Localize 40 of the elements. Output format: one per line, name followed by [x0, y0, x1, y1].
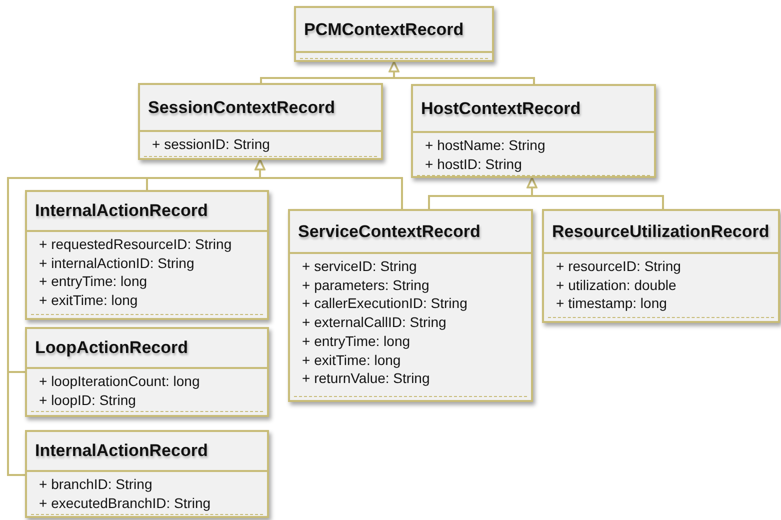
class-name: InternalActionRecord	[35, 201, 208, 221]
class-box	[542, 209, 780, 323]
attribute-text: + internalActionID: String	[39, 254, 196, 272]
class-name: InternalActionRecord	[35, 441, 208, 461]
class-box	[25, 190, 269, 320]
class-box	[294, 6, 494, 62]
attribute-text: + requestedResourceID: String	[39, 235, 233, 254]
class-name: ServiceContextRecord	[298, 222, 480, 242]
class-box	[25, 430, 269, 518]
attribute-text: + parameters: String	[302, 276, 430, 294]
attribute-text: + callerExecutionID: String	[302, 294, 468, 314]
class-name: HostContextRecord	[421, 98, 581, 118]
attribute-text: + timestamp: long	[556, 294, 668, 314]
attribute-text: + returnValue: String	[302, 369, 431, 388]
attribute-text: + loopID: String	[39, 390, 137, 410]
attribute-text: + loopIterationCount: long	[39, 372, 201, 391]
attribute-text: + exitTime: long	[39, 291, 139, 310]
attribute-text: + exitTime: long	[302, 350, 402, 370]
class-box	[288, 209, 533, 402]
attribute-text: + entryTime: long	[302, 332, 412, 351]
class-box	[138, 83, 383, 160]
attribute-text: + resourceID: String	[556, 257, 682, 276]
attribute-text: + executedBranchID: String	[39, 494, 212, 512]
inheritance-arrow	[526, 177, 664, 209]
inheritance-arrow	[388, 61, 535, 84]
class-box	[411, 84, 656, 178]
attribute-text: + branchID: String	[39, 475, 154, 494]
class-box	[25, 327, 269, 417]
class-name: ResourceUtilizationRecord	[552, 222, 770, 242]
attribute-text: + entryTime: long	[39, 272, 148, 292]
attribute-text: + sessionID: String	[152, 135, 271, 154]
inheritance-arrow	[254, 159, 403, 209]
attribute-text: + hostID: String	[425, 154, 523, 174]
attribute-text: + utilization: double	[556, 276, 678, 294]
class-name: LoopActionRecord	[35, 338, 188, 358]
attribute-text: + serviceID: String	[302, 257, 418, 276]
attribute-text: + hostName: String	[425, 136, 546, 155]
attribute-text: + externalCallID: String	[302, 313, 448, 332]
class-name: PCMContextRecord	[304, 20, 464, 40]
class-name: SessionContextRecord	[148, 98, 336, 118]
